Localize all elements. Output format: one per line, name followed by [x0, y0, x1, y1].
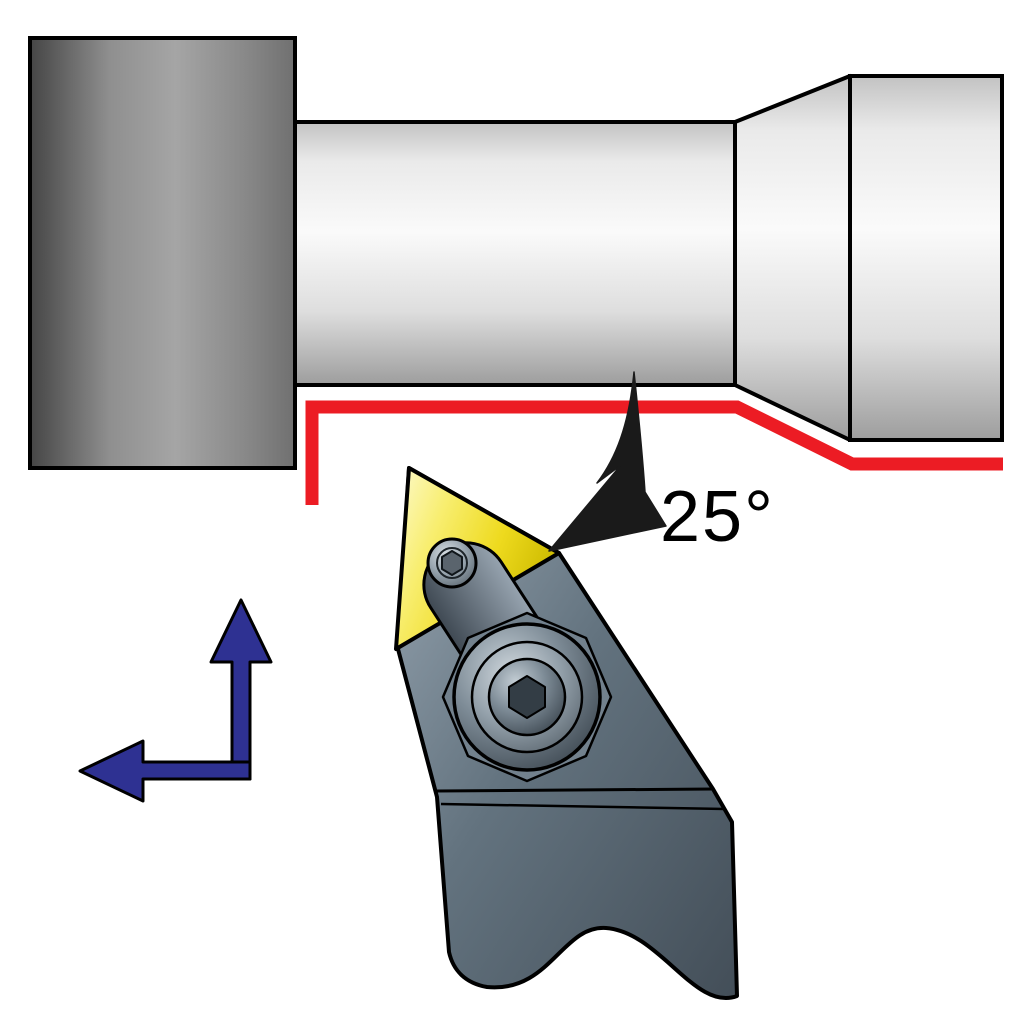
workpiece-body — [291, 120, 739, 387]
feed-direction-up-arrow — [209, 598, 273, 781]
hex-socket-icon — [508, 675, 546, 719]
angle-arrow — [548, 371, 667, 552]
chuck — [28, 36, 297, 470]
holder-clamp-shank-edge — [436, 787, 714, 793]
insert-hex-socket-icon — [441, 550, 463, 576]
insert-screw-ring — [436, 547, 468, 579]
toolpath-line — [305, 400, 1003, 505]
holder-shank-chamfer-edge — [440, 802, 726, 811]
workpiece-taper — [733, 74, 852, 442]
feed-direction-left-arrow — [78, 739, 252, 803]
workpiece-end-section — [848, 74, 1004, 442]
angle-label: 25° — [660, 477, 775, 557]
